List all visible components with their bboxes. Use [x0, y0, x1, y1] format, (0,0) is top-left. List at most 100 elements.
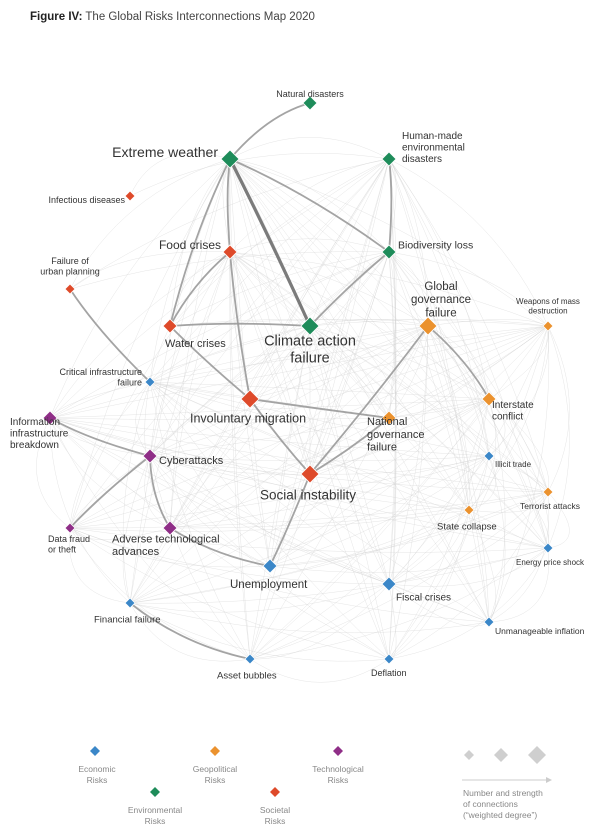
link-faint [309, 325, 549, 549]
node-extreme-weather[interactable] [220, 149, 240, 169]
link-faint [229, 158, 251, 660]
node-human-made[interactable] [381, 151, 397, 167]
node-climate[interactable] [300, 316, 320, 336]
link-faint [36, 417, 71, 529]
node-migration[interactable] [240, 389, 260, 409]
link-faint [69, 455, 490, 529]
node-wmd[interactable] [542, 320, 554, 332]
link-faint [169, 325, 549, 529]
link-faint [388, 509, 470, 660]
link-unemployment-adverse_tech [169, 527, 271, 567]
node-state-collapse[interactable] [463, 504, 475, 516]
link-faint [149, 325, 549, 383]
node-infectious[interactable] [124, 190, 136, 202]
node-asset-bubbles[interactable] [244, 653, 256, 665]
label-biodiversity: Biodiversity loss [398, 240, 473, 252]
link-faint [388, 251, 429, 327]
link-faint [49, 325, 311, 419]
link-faint [229, 251, 549, 327]
link-faint [129, 158, 231, 604]
node-unmanageable-inflation[interactable] [483, 616, 495, 628]
link-faint [388, 158, 490, 400]
link-faint [68, 527, 131, 604]
link-faint [169, 319, 549, 327]
label-extreme-weather: Extreme weather [112, 144, 218, 160]
node-national-gov[interactable] [381, 410, 397, 426]
link-faint [388, 583, 490, 627]
node-data-fraud[interactable] [64, 522, 76, 534]
node-social-instability[interactable] [300, 464, 320, 484]
link-faint [169, 251, 390, 327]
node-interstate[interactable] [481, 391, 497, 407]
link-faint [149, 455, 390, 660]
link-faint [229, 158, 390, 419]
link-faint [49, 417, 171, 529]
link-faint [149, 325, 311, 457]
link-faint [49, 417, 390, 660]
link-faint [169, 251, 390, 529]
node-biodiversity[interactable] [381, 244, 397, 260]
link-faint [69, 527, 251, 660]
link-faint [122, 455, 151, 604]
node-info-infra[interactable] [42, 410, 58, 426]
node-urban-planning[interactable] [64, 283, 76, 295]
link-faint [129, 325, 549, 604]
link-faint [129, 152, 231, 197]
node-illicit-trade[interactable] [483, 450, 495, 462]
link-food_crises-water_crises [169, 251, 231, 327]
link-faint [129, 153, 390, 197]
link-faint [129, 398, 490, 604]
link-faint [169, 398, 490, 529]
link-faint [129, 547, 549, 604]
link-faint [427, 325, 490, 400]
link-faint [388, 455, 490, 585]
link-faint [468, 398, 497, 511]
link-faint [229, 251, 311, 327]
node-adverse-tech[interactable] [162, 520, 178, 536]
link-faint [144, 455, 171, 529]
node-water-crises[interactable] [162, 318, 178, 334]
node-global-gov[interactable] [418, 316, 438, 336]
link-extreme_weather-natural_disasters [229, 102, 311, 160]
node-deflation[interactable] [383, 653, 395, 665]
link-faint [69, 491, 549, 529]
link-food_crises-migration [229, 251, 251, 400]
node-critical-infra[interactable] [144, 376, 156, 388]
link-faint [229, 251, 549, 493]
label-fiscal-crises: Fiscal crises [396, 593, 451, 604]
link-faint [309, 325, 549, 493]
node-energy-price[interactable] [542, 542, 554, 554]
link-faint [309, 325, 470, 511]
link-faint [69, 527, 390, 660]
link-faint [249, 325, 429, 660]
node-unemployment[interactable] [262, 558, 278, 574]
node-natural-disasters[interactable] [302, 95, 318, 111]
link-faint [388, 251, 549, 327]
link-faint [388, 251, 490, 400]
node-financial-failure[interactable] [124, 597, 136, 609]
link-faint [488, 325, 550, 457]
link-faint [69, 527, 171, 540]
node-food-crises[interactable] [222, 244, 238, 260]
node-cyberattacks[interactable] [142, 448, 158, 464]
link-faint [229, 251, 490, 623]
figure-title: Figure IV: The Global Risks Interconnect… [30, 11, 315, 23]
link-faint [229, 137, 390, 160]
link-faint [269, 325, 549, 567]
link-faint [488, 455, 506, 623]
link-faint [229, 251, 429, 327]
link-faint [229, 251, 390, 585]
link-faint [49, 417, 470, 511]
link-faint [229, 158, 490, 457]
link-global_gov-social_instability [309, 325, 429, 475]
link-climate-biodiversity [309, 251, 390, 327]
node-fiscal-crises[interactable] [381, 576, 397, 592]
link-faint [309, 319, 429, 327]
node-terrorist[interactable] [542, 486, 554, 498]
